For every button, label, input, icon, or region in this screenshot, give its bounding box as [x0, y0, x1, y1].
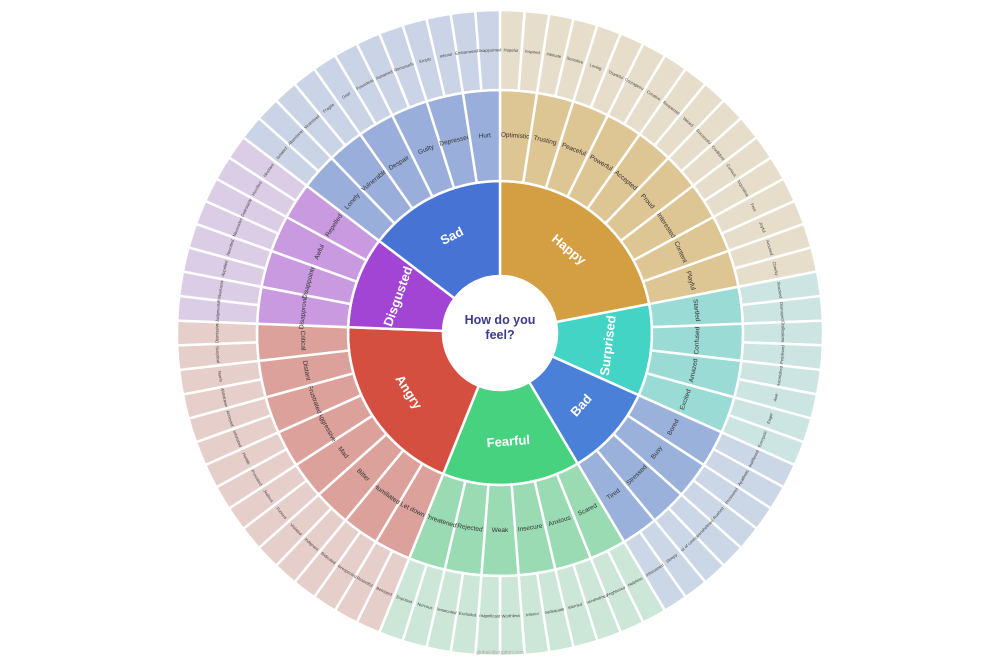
tertiary-feeling-label: Shocked: [776, 281, 784, 299]
tertiary-feeling-label: Numb: [217, 370, 224, 382]
secondary-feeling-label: Critical: [299, 331, 307, 352]
tertiary-feeling-label: Excluded: [459, 611, 477, 618]
core-feeling-label: Surprised: [597, 314, 619, 376]
tertiary-feeling-label: Aroused: [765, 239, 775, 256]
tertiary-feeling-label: Remorseful: [393, 61, 415, 73]
secondary-feeling-label: Hurt: [478, 132, 491, 140]
tertiary-feeling-label: Worthless: [501, 613, 520, 619]
tertiary-feeling-label: Dismayed: [779, 302, 785, 322]
tertiary-feeling-label: Energetic: [757, 430, 768, 448]
tertiary-feeling-label: Grief: [341, 90, 352, 100]
secondary-feeling-label: Disapproving: [298, 291, 309, 330]
tertiary-feeling-label: Withdrawn: [220, 387, 230, 408]
tertiary-feeling-label: Eager: [766, 412, 774, 425]
tertiary-feeling-label: Sensitive: [566, 55, 584, 65]
secondary-feeling-label: Distant: [301, 360, 312, 381]
tertiary-feeling-label: Inferior: [526, 611, 540, 618]
tertiary-feeling-label: Disillusioned: [781, 321, 786, 345]
tertiary-feeling-label: Dismissive: [215, 322, 220, 343]
secondary-feeling-label: Weak: [492, 527, 509, 534]
tertiary-feeling-label: Embarrassed: [455, 48, 481, 56]
tertiary-feeling-label: Intimate: [546, 51, 562, 59]
center-title: How do you feel?: [464, 313, 536, 342]
secondary-feeling-label: Amazed: [688, 358, 699, 383]
tertiary-feeling-label: Nervous: [417, 601, 433, 610]
tertiary-feeling-disappointed[interactable]: [473, 8, 502, 93]
tertiary-feeling-label: Inspired: [525, 49, 541, 56]
tertiary-feeling-label: Judgmental: [215, 300, 222, 322]
tertiary-feeling-label: Exposed: [396, 594, 414, 604]
secondary-feeling-label: Optimistic: [501, 131, 531, 140]
tertiary-feeling-label: Appalled: [220, 259, 229, 277]
core-feeling-label: Fearful: [486, 432, 530, 450]
tertiary-feeling-label: Inadequate: [543, 606, 565, 615]
secondary-feeling-label: Confused: [693, 326, 701, 354]
tertiary-feeling-label: Hopeful: [504, 47, 519, 53]
tertiary-feeling-label: Sceptical: [215, 346, 221, 363]
tertiary-feeling-label: Perplexed: [779, 344, 785, 364]
center-hole: [444, 277, 556, 389]
tertiary-feeling-label: Joyful: [758, 221, 767, 233]
tertiary-feeling-label: Hostile: [241, 452, 251, 466]
secondary-feeling-label: Startled: [691, 299, 701, 322]
tertiary-feeling-label: Revolted: [225, 238, 235, 256]
tertiary-feeling-label: Disappointed: [477, 47, 502, 53]
tertiary-feeling-label: Insignificant: [478, 613, 501, 619]
tertiary-feeling-label: Persecuted: [435, 606, 457, 615]
secondary-feeling-label: Rejected: [457, 523, 484, 534]
tertiary-feeling-label: Cheeky: [772, 261, 780, 277]
tertiary-feeling-label: Empty: [419, 56, 433, 64]
tertiary-feeling-label: Thankful: [607, 69, 624, 80]
tertiary-feeling-label: Astonished: [776, 365, 784, 387]
tertiary-feeling-label: Awe: [772, 392, 779, 402]
tertiary-feeling-label: Infuriated: [232, 430, 243, 449]
tertiary-feeling-label: Annoyed: [225, 410, 235, 428]
tertiary-feeling-label: Betrayed: [376, 586, 394, 598]
tertiary-feeling-label: Worried: [567, 601, 583, 610]
tertiary-feeling-label: Loving: [589, 62, 603, 71]
tertiary-feeling-label: Inferior: [439, 51, 453, 59]
tertiary-feeling-label: Embarrassed: [216, 276, 225, 302]
secondary-feeling-label: Insecure: [517, 523, 543, 534]
watermark: global-disruption.com: [476, 650, 524, 656]
tertiary-feeling-label: Free: [749, 202, 758, 213]
